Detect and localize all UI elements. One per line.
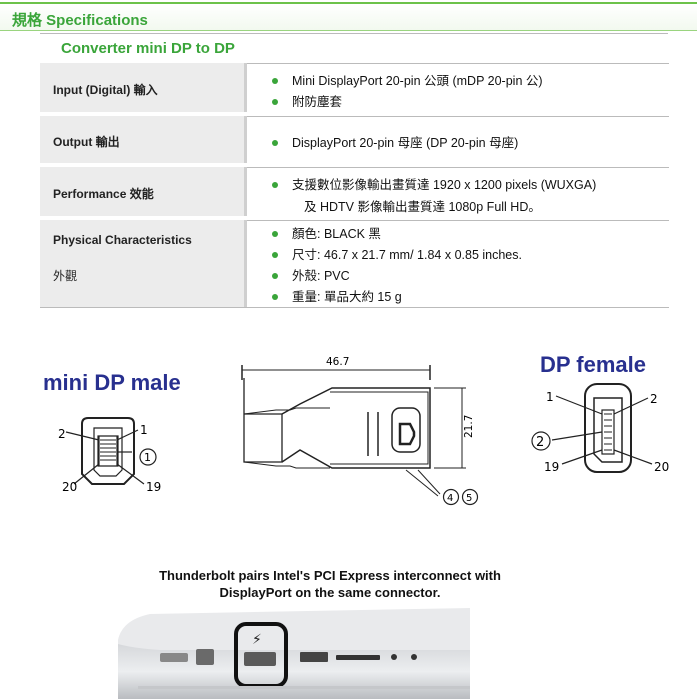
spec-row-input: Input (Digital) 輸入 Mini DisplayPort 20-p… xyxy=(40,63,669,112)
product-title: Converter mini DP to DP xyxy=(61,40,235,57)
usb-port xyxy=(300,652,328,662)
product-heading: Converter mini DP to DP xyxy=(40,33,668,64)
female-pin-2: 2 xyxy=(650,392,658,406)
adapter-side-view xyxy=(241,365,479,506)
male-title: mini DP male xyxy=(43,370,181,395)
female-pin-20: 20 xyxy=(654,460,669,474)
audio-in-port xyxy=(391,654,397,660)
spec-row-output: Output 輸出 DisplayPort 20-pin 母座 (DP 20-p… xyxy=(40,116,669,163)
spec-label: Output 輸出 xyxy=(40,116,247,163)
connector-diagram: 2 1 20 19 1 46.7 21.7 4 5 xyxy=(58,356,669,506)
female-pin-1: 1 xyxy=(546,390,554,404)
spec-bullet: Mini DisplayPort 20-pin 公頭 (mDP 20-pin 公… xyxy=(272,70,543,89)
section-header: 規格 Specifications xyxy=(0,0,700,34)
male-pin-2: 2 xyxy=(58,427,66,441)
spec-bullet: 尺寸: 46.7 x 21.7 mm/ 1.84 x 0.85 inches. xyxy=(272,244,522,263)
header-bar xyxy=(0,2,697,31)
spec-label: Input (Digital) 輸入 xyxy=(40,63,247,112)
spec-row-performance: Performance 效能 支援數位影像輸出畫質達 1920 x 1200 p… xyxy=(40,167,669,216)
spec-row-physical: Physical Characteristics 外觀 顏色: BLACK 黑 … xyxy=(40,220,669,308)
spec-value: 顏色: BLACK 黑 尺寸: 46.7 x 21.7 mm/ 1.84 x 0… xyxy=(252,220,669,307)
spec-value: DisplayPort 20-pin 母座 (DP 20-pin 母座) xyxy=(252,116,669,163)
section-title: 規格 Specifications xyxy=(12,12,148,29)
callout-5: 5 xyxy=(466,493,472,504)
thunderbolt-port xyxy=(244,652,276,666)
spec-bullet-continuation: 及 HDTV 影像輸出畫質達 1080p Full HD。 xyxy=(304,200,541,214)
male-pin-19: 19 xyxy=(146,480,161,494)
spec-bullet: 支援數位影像輸出畫質達 1920 x 1200 pixels (WUXGA) xyxy=(272,174,596,193)
mini-dp-male-diagram xyxy=(65,417,157,485)
thunderbolt-caption: Thunderbolt pairs Intel's PCI Express in… xyxy=(159,568,501,600)
female-callout: 2 xyxy=(536,435,544,450)
dp-female-diagram xyxy=(531,383,653,473)
male-pin-1: 1 xyxy=(140,423,148,437)
spec-bullet: DisplayPort 20-pin 母座 (DP 20-pin 母座) xyxy=(272,132,518,151)
spec-bullet: 顏色: BLACK 黑 xyxy=(272,223,381,242)
laptop-body xyxy=(118,644,470,699)
dim-height: 21.7 xyxy=(463,415,475,438)
laptop-ports-image: ⚡ xyxy=(118,608,470,699)
female-pin-19: 19 xyxy=(544,460,559,474)
spec-bullet: 外殼: PVC xyxy=(272,265,350,284)
audio-out-port xyxy=(411,654,417,660)
dim-width: 46.7 xyxy=(326,356,349,368)
spec-value: Mini DisplayPort 20-pin 公頭 (mDP 20-pin 公… xyxy=(252,63,669,112)
magsafe-port xyxy=(160,653,188,662)
ethernet-port xyxy=(196,649,214,665)
male-callout: 1 xyxy=(144,451,151,464)
spec-bullet: 附防塵套 xyxy=(272,91,342,110)
sd-card-slot xyxy=(336,655,380,660)
female-title: DP female xyxy=(540,352,646,377)
thunderbolt-icon: ⚡ xyxy=(252,632,262,648)
spec-bullet: 重量: 單品大約 15 g xyxy=(272,286,402,305)
spec-label: Performance 效能 xyxy=(40,167,247,216)
spec-label: Physical Characteristics 外觀 xyxy=(40,220,247,307)
spec-value: 支援數位影像輸出畫質達 1920 x 1200 pixels (WUXGA) 及… xyxy=(252,167,669,216)
male-pin-20: 20 xyxy=(62,480,77,494)
callout-4: 4 xyxy=(447,493,453,504)
